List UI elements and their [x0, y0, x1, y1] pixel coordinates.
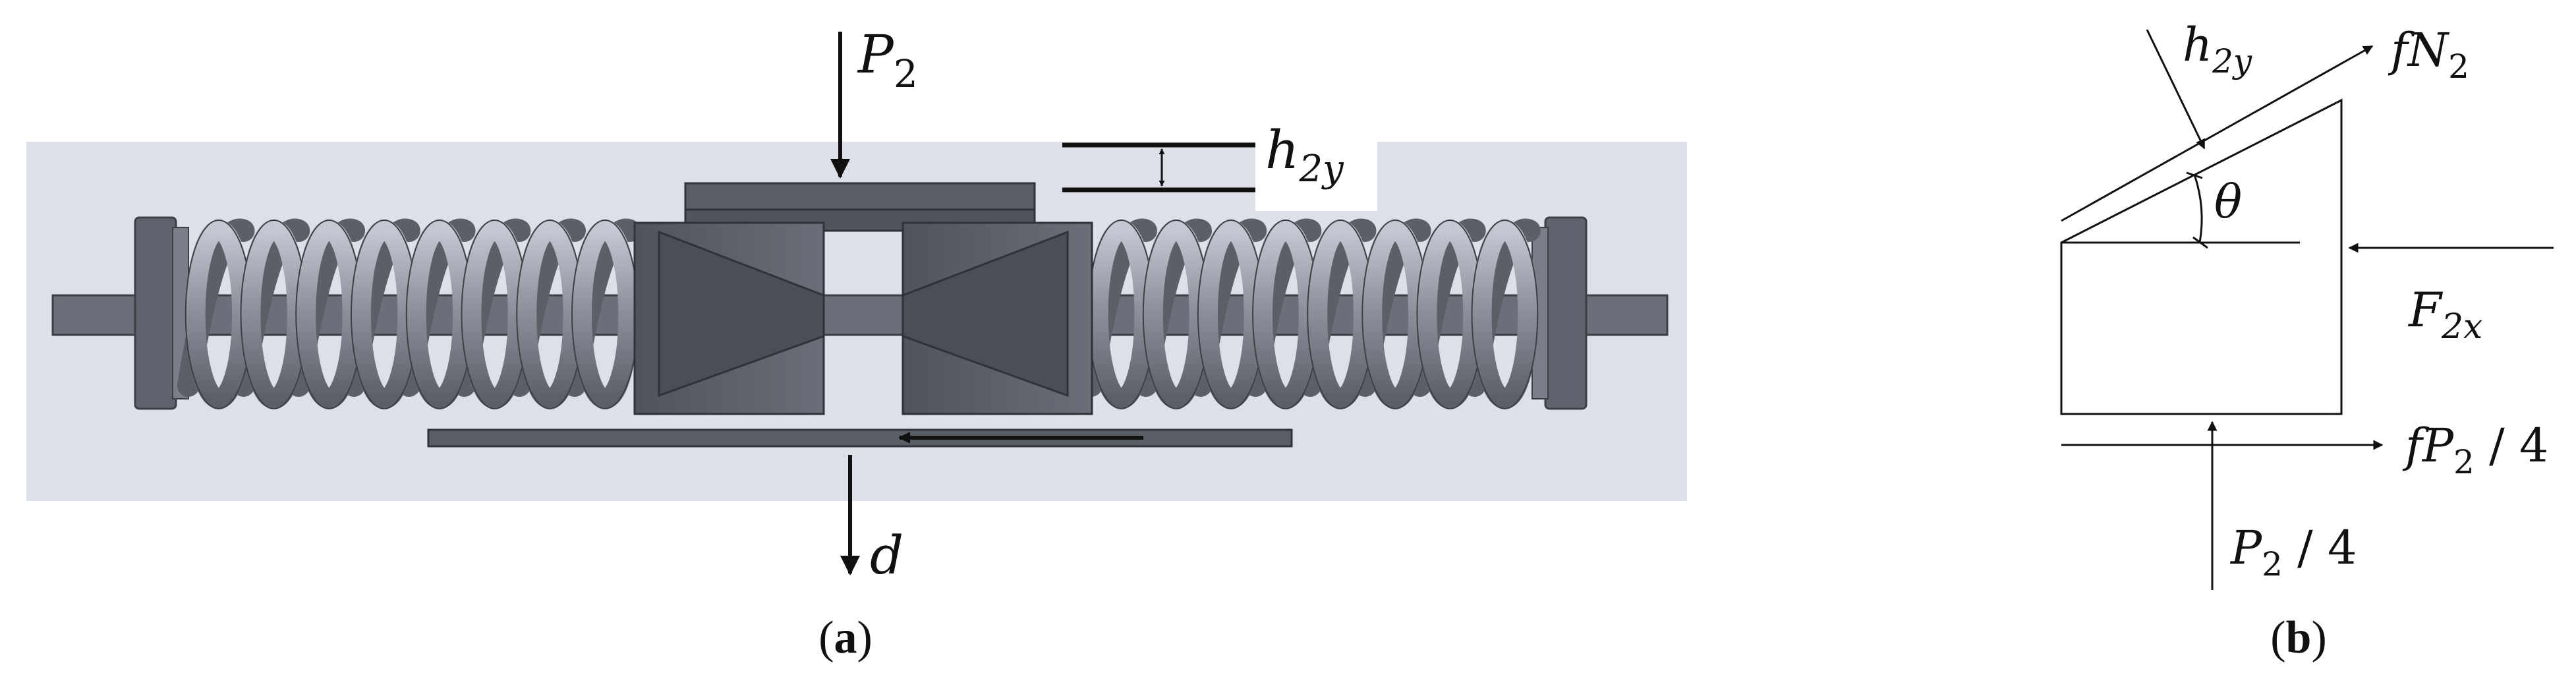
angle-arc [2193, 174, 2203, 243]
left-wedge-block [633, 221, 825, 415]
horizontal-force-label: F2x [2407, 282, 2482, 347]
height-label: h2y [1265, 119, 1344, 191]
panel-a: P2 h2y d (a) [26, 24, 1687, 663]
normal-arrow [2146, 29, 2206, 150]
label-notch [1255, 132, 1377, 211]
right-end-plate [1531, 216, 1588, 410]
displacement-label: d [870, 525, 903, 586]
panel-b-labels: h2y fN2 θ F2x fP2 / 4 P2 / 4 (b) [2183, 18, 2548, 663]
left-spring [177, 218, 641, 409]
friction-load-label: fP2 / 4 [2402, 419, 2548, 481]
caption-b: (b) [2270, 612, 2327, 663]
right-spring [1079, 218, 1541, 409]
angle-label: θ [2214, 175, 2242, 229]
friction-normal-label: fN2 [2388, 23, 2469, 86]
wedge-outline [2060, 98, 2343, 415]
vertical-load-label: P2 / 4 [2229, 521, 2357, 583]
angle-tick-top [2186, 171, 2203, 179]
caption-a: (a) [818, 612, 873, 663]
spring-coil [1472, 220, 1538, 409]
left-end-plate [134, 216, 189, 410]
right-wedge-block [902, 221, 1093, 415]
height-dimension [1062, 142, 1255, 192]
height-label-b: h2y [2183, 18, 2252, 80]
angle-tick-bottom [2192, 236, 2208, 249]
load-label: P2 [857, 24, 918, 96]
spring-coil [571, 220, 639, 409]
spring-coil-edge [1471, 220, 1539, 409]
friction-normal-arrow [2061, 45, 2374, 222]
panel-b [2060, 29, 2554, 590]
base-plate [427, 428, 1293, 448]
